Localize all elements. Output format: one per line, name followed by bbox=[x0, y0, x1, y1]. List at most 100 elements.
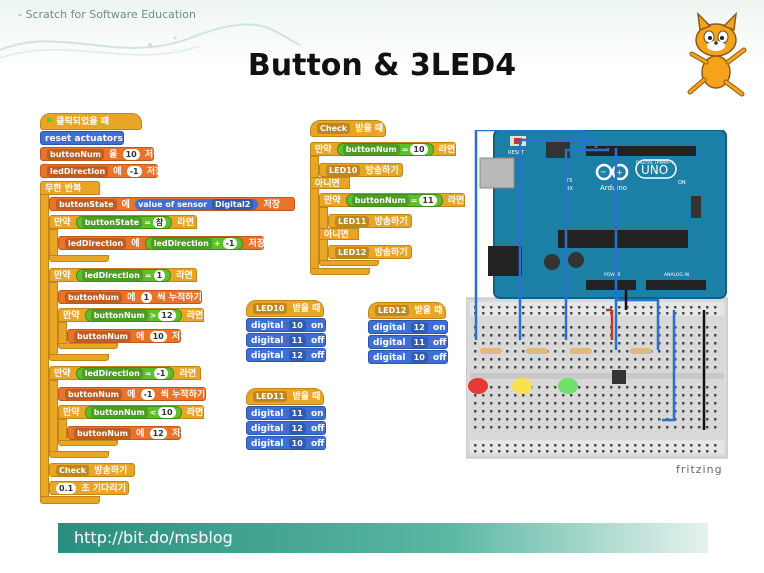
if-buttonnum-11-block[interactable]: 만약 buttonNum=11 라면 bbox=[319, 193, 465, 207]
value-field[interactable]: -1 bbox=[140, 389, 156, 400]
value-field[interactable]: 10 bbox=[410, 144, 428, 155]
broadcast-led10-block[interactable]: LED10 방송하기 bbox=[319, 163, 403, 177]
hat-when-receive-led10[interactable]: LED10 받을 때 bbox=[246, 300, 324, 317]
message-dropdown[interactable]: Check bbox=[317, 123, 351, 134]
digital-11-off-block[interactable]: digital 11 off bbox=[246, 333, 326, 347]
var-dropdown[interactable]: buttonNum bbox=[74, 428, 131, 439]
sensor-reporter[interactable]: value of sensor Digital2 bbox=[135, 199, 259, 210]
set-buttonstate-block[interactable]: buttonState 에 value of sensor Digital2 저… bbox=[49, 197, 295, 211]
equals-operator[interactable]: ledDirection=1 bbox=[75, 269, 172, 282]
var-dropdown[interactable]: buttonNum bbox=[65, 292, 122, 303]
if-leddirection-neg-block[interactable]: 만약 ledDirection=-1 라면 bbox=[49, 366, 201, 380]
equals-operator[interactable]: buttonState=참 bbox=[75, 216, 173, 229]
value-field[interactable]: 0.1 bbox=[56, 483, 77, 494]
value-field[interactable]: 12 bbox=[149, 428, 167, 439]
breadboard-hole bbox=[666, 394, 669, 397]
if-buttonnum-lt-block[interactable]: 만약 buttonNum<10 라면 bbox=[58, 405, 204, 419]
hat-when-receive-led12[interactable]: LED12 받을 때 bbox=[368, 302, 446, 319]
pin-dropdown[interactable]: 10 bbox=[410, 352, 428, 363]
pin-dropdown[interactable]: 12 bbox=[410, 322, 428, 333]
message-dropdown[interactable]: LED12 bbox=[335, 247, 370, 258]
set-buttonnum-block[interactable]: buttonNum 을 10 저장 bbox=[40, 147, 161, 161]
pin-dropdown[interactable]: 12 bbox=[288, 423, 306, 434]
message-dropdown[interactable]: Check bbox=[56, 465, 90, 476]
value-field[interactable]: 12 bbox=[158, 310, 176, 321]
var-dropdown[interactable]: ledDirection bbox=[47, 166, 109, 177]
value-field[interactable]: -1 bbox=[153, 368, 169, 379]
pin-dropdown[interactable]: 11 bbox=[288, 335, 306, 346]
message-dropdown[interactable]: LED10 bbox=[326, 165, 361, 176]
var-dropdown[interactable]: buttonNum bbox=[65, 389, 122, 400]
hat-when-receive-check[interactable]: Check 받을 때 bbox=[310, 120, 386, 137]
broadcast-led12-block[interactable]: LED12 방송하기 bbox=[328, 245, 412, 259]
forever-block[interactable]: 무한 반복 bbox=[40, 181, 100, 195]
value-field[interactable]: 10 bbox=[158, 407, 176, 418]
breadboard-hole bbox=[634, 358, 637, 361]
pin-dropdown[interactable]: 12 bbox=[288, 350, 306, 361]
pin-dropdown[interactable]: 11 bbox=[410, 337, 428, 348]
digital-12-on-block[interactable]: digital 12 on bbox=[368, 320, 448, 334]
digital-12-off-block[interactable]: digital 12 off bbox=[246, 421, 326, 435]
hat-green-flag[interactable]: ⚑ 클릭되었을 때 bbox=[40, 113, 142, 130]
message-dropdown[interactable]: LED11 bbox=[253, 391, 288, 402]
var-reporter[interactable]: buttonNum bbox=[90, 407, 148, 418]
if-buttonnum-gt-block[interactable]: 만약 buttonNum>12 라면 bbox=[58, 308, 204, 322]
value-field[interactable]: 1 bbox=[153, 270, 166, 281]
var-dropdown[interactable]: buttonState bbox=[56, 199, 117, 210]
blog-url[interactable]: http://bit.do/msblog bbox=[74, 528, 233, 547]
digital-10-off-block[interactable]: digital 10 off bbox=[246, 436, 326, 450]
value-field[interactable]: 11 bbox=[419, 195, 437, 206]
equals-operator[interactable]: buttonNum=10 bbox=[336, 143, 434, 156]
set-leddirection-calc-block[interactable]: ledDirection 에 ledDirection+-1 저장 bbox=[58, 236, 265, 250]
var-dropdown[interactable]: buttonNum bbox=[74, 331, 131, 342]
reset-actuators-block[interactable]: reset actuators bbox=[40, 131, 124, 145]
value-field[interactable]: 10 bbox=[122, 149, 140, 160]
value-field[interactable]: -1 bbox=[222, 238, 238, 249]
pin-dropdown[interactable]: 10 bbox=[288, 320, 306, 331]
digital-10-on-block[interactable]: digital 10 on bbox=[246, 318, 326, 332]
if-buttonnum-10-block[interactable]: 만약 buttonNum=10 라면 bbox=[310, 142, 456, 156]
var-dropdown[interactable]: ledDirection bbox=[65, 238, 127, 249]
if-leddirection-pos-block[interactable]: 만약 ledDirection=1 라면 bbox=[49, 268, 197, 282]
set-buttonnum-10-block[interactable]: buttonNum 에 10 저장 bbox=[67, 329, 188, 343]
var-dropdown[interactable]: buttonNum bbox=[47, 149, 104, 160]
lt-operator[interactable]: buttonNum<10 bbox=[84, 406, 182, 419]
change-buttonnum-block[interactable]: buttonNum 에 1 씩 누적하기 bbox=[58, 290, 202, 304]
equals-operator[interactable]: buttonNum=11 bbox=[345, 194, 443, 207]
var-reporter[interactable]: buttonNum bbox=[351, 195, 409, 206]
digital-11-on-block[interactable]: digital 11 on bbox=[246, 406, 326, 420]
message-dropdown[interactable]: LED12 bbox=[375, 305, 410, 316]
message-dropdown[interactable]: LED10 bbox=[253, 303, 288, 314]
digital-12-off-block[interactable]: digital 12 off bbox=[246, 348, 326, 362]
sensor-dropdown[interactable]: Digital2 bbox=[211, 199, 254, 210]
gt-operator[interactable]: buttonNum>12 bbox=[84, 309, 182, 322]
pin-dropdown[interactable]: 11 bbox=[288, 408, 306, 419]
set-buttonnum-12-block[interactable]: buttonNum 에 12 저장 bbox=[67, 426, 188, 440]
broadcast-check-block[interactable]: Check 방송하기 bbox=[49, 463, 135, 477]
message-dropdown[interactable]: LED11 bbox=[335, 216, 370, 227]
value-field[interactable]: 참 bbox=[152, 217, 167, 228]
digital-10-off-block[interactable]: digital 10 off bbox=[368, 350, 448, 364]
var-reporter[interactable]: buttonNum bbox=[90, 310, 148, 321]
var-reporter[interactable]: ledDirection bbox=[81, 270, 143, 281]
breadboard-hole bbox=[506, 386, 509, 389]
add-operator[interactable]: ledDirection+-1 bbox=[144, 237, 244, 250]
wait-block[interactable]: 0.1 초 기다리기 bbox=[49, 481, 129, 495]
digital-11-off-block[interactable]: digital 11 off bbox=[368, 335, 448, 349]
pin-dropdown[interactable]: 10 bbox=[288, 438, 306, 449]
value-field[interactable]: -1 bbox=[126, 166, 142, 177]
value-field[interactable]: 1 bbox=[140, 292, 153, 303]
var-reporter[interactable]: ledDirection bbox=[81, 368, 143, 379]
var-reporter[interactable]: ledDirection bbox=[150, 238, 212, 249]
var-reporter[interactable]: buttonState bbox=[81, 217, 143, 228]
equals-operator[interactable]: ledDirection=-1 bbox=[75, 367, 175, 380]
change-buttonnum-neg-block[interactable]: buttonNum 에 -1 씩 누적하기 bbox=[58, 387, 206, 401]
broadcast-led11-block[interactable]: LED11 방송하기 bbox=[328, 214, 412, 228]
set-leddirection-block[interactable]: ledDirection 에 -1 저장 bbox=[40, 164, 163, 178]
breadboard-hole bbox=[690, 342, 693, 345]
var-reporter[interactable]: buttonNum bbox=[342, 144, 400, 155]
if-buttonstate-block[interactable]: 만약 buttonState=참 라면 bbox=[49, 215, 197, 229]
breadboard-hole bbox=[714, 418, 717, 421]
hat-when-receive-led11[interactable]: LED11 받을 때 bbox=[246, 388, 324, 405]
value-field[interactable]: 10 bbox=[149, 331, 167, 342]
